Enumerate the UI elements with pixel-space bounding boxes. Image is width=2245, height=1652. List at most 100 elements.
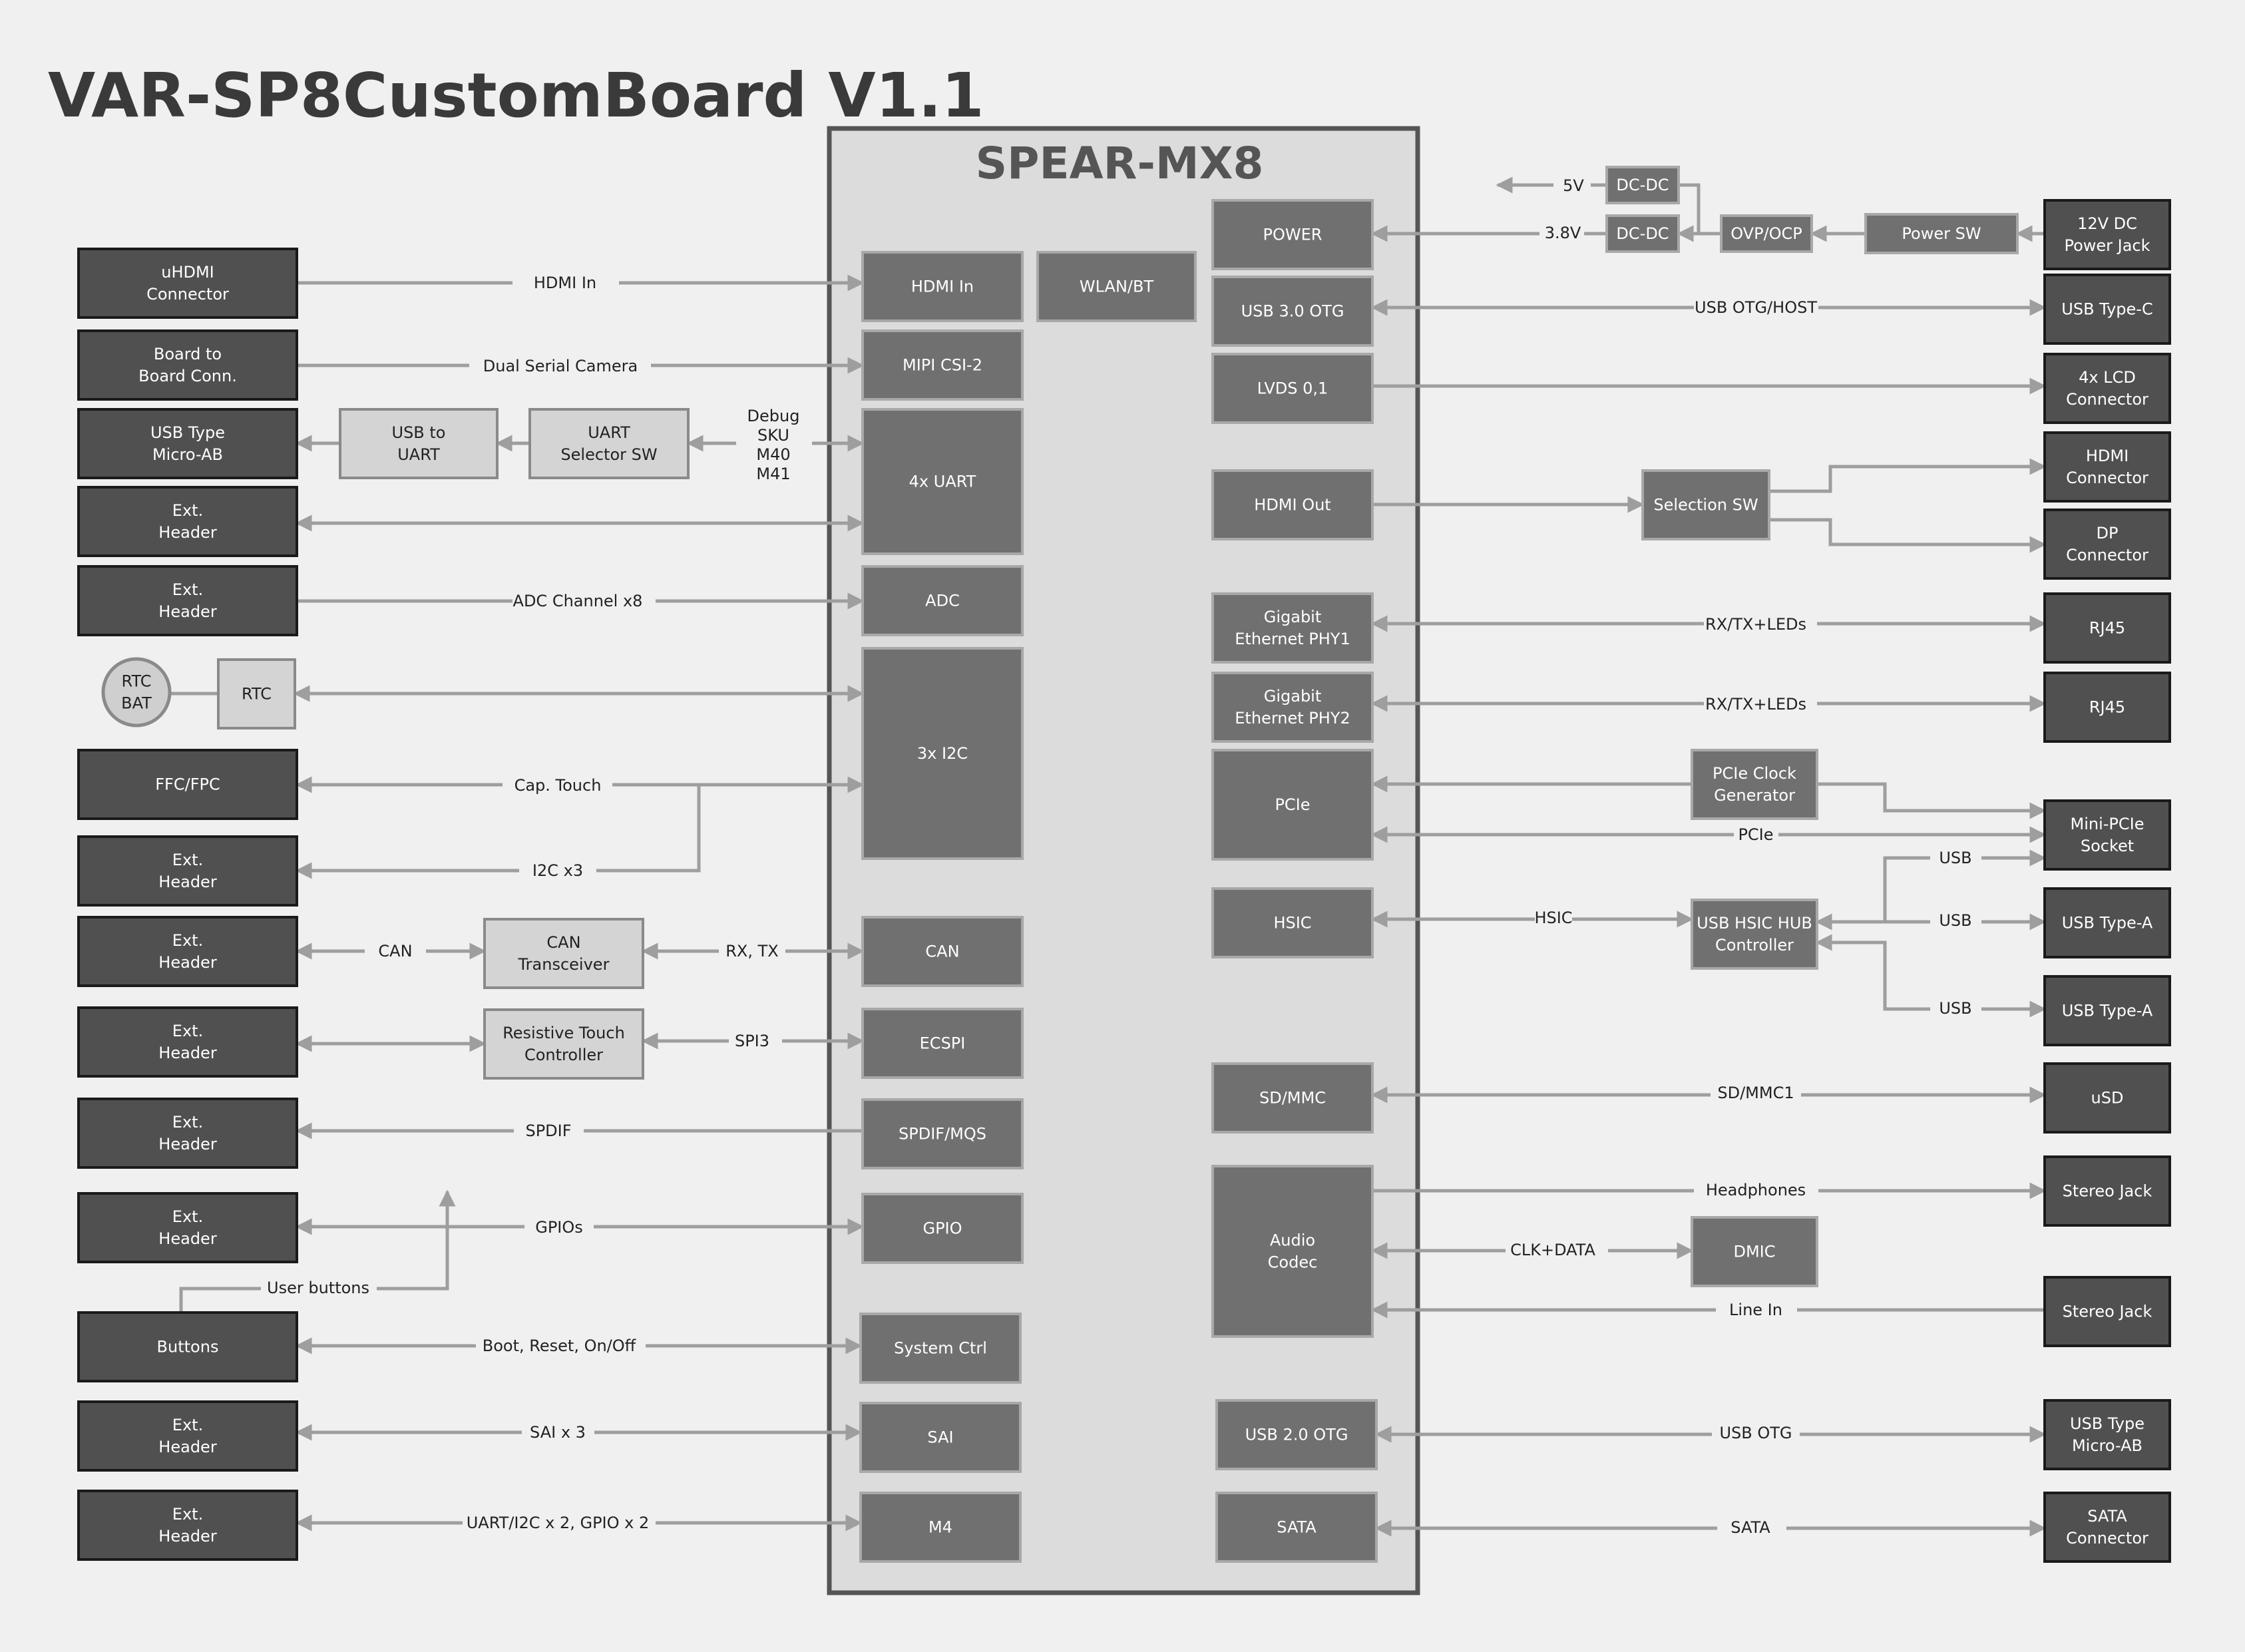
block-hdmi-in: HDMI In xyxy=(861,251,1024,322)
block-exthdr-adc-shape xyxy=(77,565,298,636)
block-powersw-shape xyxy=(1864,213,2019,254)
block-usb3-label: USB 3.0 OTG xyxy=(1241,302,1344,321)
block-can-xcvr-shape xyxy=(483,918,644,989)
label-m41: M41 xyxy=(756,465,790,483)
block-stereo2-shape xyxy=(2043,1276,2171,1347)
block-stereo1-label: Stereo Jack xyxy=(2063,1182,2152,1201)
block-eth1-label: Gigabit xyxy=(1264,608,1322,626)
block-adc: ADC xyxy=(861,565,1024,636)
block-sata-conn: SATA Connector xyxy=(2043,1492,2171,1563)
block-usd-shape xyxy=(2043,1062,2171,1134)
block-usba1-label: USB Type-A xyxy=(2062,914,2153,932)
block-usba2-shape xyxy=(2043,975,2171,1046)
block-hdmi-conn-label: Connector xyxy=(2066,469,2148,487)
block-dmic-shape xyxy=(1691,1216,1818,1287)
block-rj45b-label: RJ45 xyxy=(2089,698,2125,717)
block-exthdr-gpio-label: Ext. xyxy=(172,1207,203,1226)
block-sai: SAI xyxy=(859,1402,1022,1473)
block-gpio-shape xyxy=(861,1193,1024,1264)
block-selsw-shape xyxy=(1641,469,1770,540)
label-user-buttons: User buttons xyxy=(267,1279,369,1297)
label-adc: ADC Channel x8 xyxy=(513,592,643,610)
block-ecspi: ECSPI xyxy=(861,1008,1024,1079)
block-rtc-bat-shape xyxy=(101,657,172,727)
block-uhdmi-label: uHDMI xyxy=(161,263,214,282)
block-usb-microab-l-shape xyxy=(77,408,298,479)
block-can-shape xyxy=(861,916,1024,987)
label-usb-otg: USB OTG xyxy=(1719,1424,1792,1442)
block-hsic-label: HSIC xyxy=(1273,914,1311,932)
block-exthdr-uart-label: Ext. xyxy=(172,501,203,520)
block-hdmi-conn-label: HDMI xyxy=(2086,447,2129,465)
block-usb-microab-l-label: Micro-AB xyxy=(152,445,223,464)
block-exthdr-i2c-label: Ext. xyxy=(172,851,203,869)
block-lcd-label: Connector xyxy=(2066,390,2148,409)
block-exthdr-m4-label: Header xyxy=(158,1527,217,1546)
block-dp-shape xyxy=(2043,509,2171,580)
label-5v: 5V xyxy=(1563,176,1584,195)
block-exthdr-spdif-label: Header xyxy=(158,1135,217,1153)
block-stereo1-shape xyxy=(2043,1155,2171,1227)
block-usb-microab-l-label: USB Type xyxy=(150,423,225,442)
block-rj45a-shape xyxy=(2043,592,2171,664)
block-sysctrl-label: System Ctrl xyxy=(894,1339,987,1358)
block-sata-conn-label: Connector xyxy=(2066,1529,2148,1548)
block-b2b-shape xyxy=(77,329,298,401)
block-eth2-label: Gigabit xyxy=(1264,687,1322,706)
block-exthdr-spdif-label: Ext. xyxy=(172,1113,203,1132)
block-rtc-label: RTC xyxy=(242,685,272,704)
label-usb-2: USB xyxy=(1939,911,1971,930)
block-dmic-label: DMIC xyxy=(1733,1243,1775,1261)
block-buttons-shape xyxy=(77,1311,298,1382)
block-exthdr-can: Ext.Header xyxy=(77,916,298,987)
block-buttons: Buttons xyxy=(77,1311,298,1382)
block-sysctrl-shape xyxy=(859,1313,1022,1384)
block-pcieclk-shape xyxy=(1691,749,1818,820)
block-minipcie-label: Socket xyxy=(2081,837,2134,855)
block-hsic-shape xyxy=(1211,887,1374,958)
block-exthdr-i2c: Ext.Header xyxy=(77,835,298,907)
label-sdmmc1: SD/MMC1 xyxy=(1717,1084,1794,1102)
block-usba2: USB Type-A xyxy=(2043,975,2171,1046)
block-exthdr-spdif-shape xyxy=(77,1098,298,1169)
label-usb-3: USB xyxy=(1939,999,1971,1018)
block-dmic: DMIC xyxy=(1691,1216,1818,1287)
block-audio-shape xyxy=(1211,1165,1374,1338)
label-sai: SAI x 3 xyxy=(530,1423,586,1442)
block-hsic: HSIC xyxy=(1211,887,1374,958)
block-usb2-label: USB 2.0 OTG xyxy=(1245,1426,1348,1444)
block-hdmi-out-shape xyxy=(1211,469,1374,540)
block-rj45b: RJ45 xyxy=(2043,672,2171,743)
block-exthdr-spi-label: Header xyxy=(158,1044,217,1062)
block-lvds-label: LVDS 0,1 xyxy=(1257,379,1328,398)
label-dual-camera: Dual Serial Camera xyxy=(483,357,638,375)
block-eth2-label: Ethernet PHY2 xyxy=(1235,709,1350,727)
block-dcdc2-label: DC-DC xyxy=(1616,224,1669,243)
label-boot: Boot, Reset, On/Off xyxy=(483,1337,636,1355)
label-line-in: Line In xyxy=(1729,1301,1782,1319)
block-exthdr-uart: Ext.Header xyxy=(77,486,298,557)
block-hsichub-label: Controller xyxy=(1715,936,1794,954)
label-sku: SKU xyxy=(757,426,789,445)
block-dp-label: DP xyxy=(2097,524,2119,542)
block-usb2-shape xyxy=(1215,1399,1378,1470)
block-adc-shape xyxy=(861,565,1024,636)
block-usb-microab-r-label: Micro-AB xyxy=(2072,1436,2143,1455)
block-pcie: PCIe xyxy=(1211,749,1374,861)
block-rj45a-label: RJ45 xyxy=(2089,619,2125,638)
block-pcie-label: PCIe xyxy=(1275,795,1310,814)
block-sata-conn-label: SATA xyxy=(2087,1507,2127,1526)
block-m4-shape xyxy=(859,1492,1022,1563)
block-hsichub-label: USB HSIC HUB xyxy=(1697,914,1812,932)
block-exthdr-spi: Ext.Header xyxy=(77,1006,298,1078)
soc-name: SPEAR-MX8 xyxy=(976,138,1264,189)
block-sata-conn-shape xyxy=(2043,1492,2171,1563)
block-exthdr-adc: Ext.Header xyxy=(77,565,298,636)
